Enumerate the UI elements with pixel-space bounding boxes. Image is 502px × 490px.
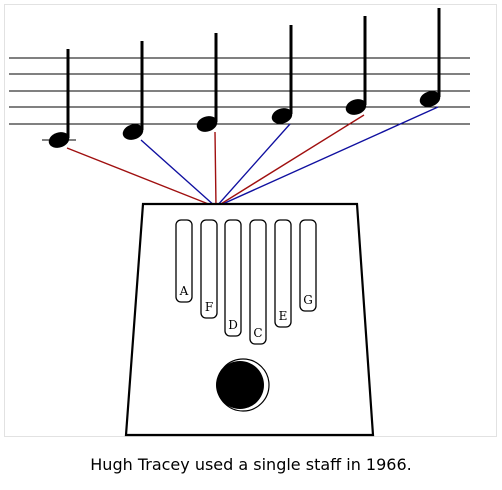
tines: A F D C E G [175, 219, 317, 345]
tine-e: E [274, 219, 292, 328]
note-d [122, 41, 144, 140]
note-f [271, 25, 293, 124]
tine-f: F [200, 219, 218, 319]
sound-hole [216, 358, 270, 412]
tine-label: G [303, 293, 313, 307]
notes [48, 8, 441, 148]
music-staff [9, 57, 470, 141]
note-e [196, 33, 218, 132]
note-g [345, 16, 367, 115]
kalimba-notation-diagram: A F D C E G [9, 8, 470, 437]
tine-c: C [249, 219, 267, 345]
tine-label: D [228, 318, 238, 332]
tine-label: C [253, 326, 262, 340]
tine-a: A [175, 219, 193, 303]
tine-g: G [299, 219, 317, 312]
tine-d: D [224, 219, 242, 337]
tine-label: F [205, 300, 213, 314]
note-a [419, 8, 441, 107]
connector-g [213, 114, 365, 219]
caption: Hugh Tracey used a single staff in 1966. [90, 455, 412, 474]
kalimba: A F D C E G [124, 202, 375, 437]
tine-label: A [179, 284, 189, 298]
tine-label: E [279, 309, 288, 323]
note-c [48, 49, 70, 148]
